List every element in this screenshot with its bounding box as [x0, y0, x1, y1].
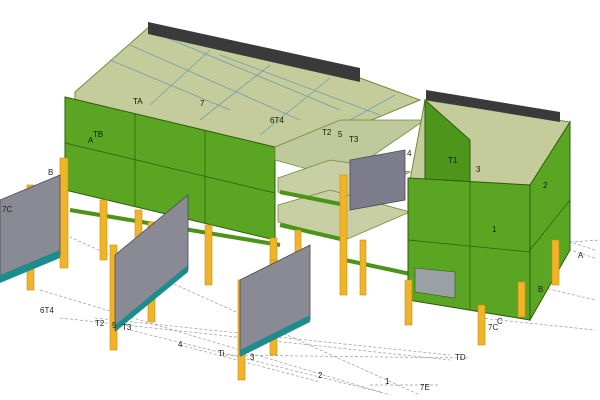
grid-label-2: 2	[318, 371, 323, 380]
grid-label-TC: 7C	[488, 323, 498, 332]
foreground-panels	[0, 174, 311, 357]
grid-label-T2: T2	[95, 319, 105, 328]
label-right-1: 1	[492, 225, 497, 234]
model-labels: TA TB A 7 6T4 T2 5 T3 4 T1 3 2 1 B 7C 6T…	[2, 97, 584, 392]
grid-label-B: B	[538, 285, 543, 294]
right-wall-joints	[407, 182, 571, 310]
grid-label-A: A	[578, 251, 584, 260]
label-B-left: B	[48, 168, 53, 177]
grid-label-1: 1	[385, 377, 390, 386]
label-T3: T3	[349, 135, 359, 144]
label-T2: T2	[322, 128, 332, 137]
mid-roof-slab	[274, 119, 427, 179]
grid-label-6T4: 6T4	[40, 306, 54, 315]
grid-label-4: 4	[178, 340, 183, 349]
label-A: A	[88, 136, 94, 145]
grid-label-TE: 7E	[420, 383, 430, 392]
grid-label-Ti: Ti	[218, 349, 225, 358]
label-7C-left: 7C	[2, 205, 12, 214]
parapet-main	[148, 22, 360, 82]
label-right-4: 4	[407, 149, 412, 158]
grid-label-C: C	[497, 317, 503, 326]
grid-label-5: 5	[112, 321, 117, 330]
label-TB: TB	[93, 130, 103, 139]
label-right-2: 2	[543, 181, 548, 190]
label-TA: TA	[133, 97, 143, 106]
label-6T4: 6T4	[270, 116, 284, 125]
label-right-3: 3	[476, 165, 481, 174]
parapet-right	[426, 90, 560, 122]
roof-framing	[109, 34, 396, 149]
label-5: 5	[338, 130, 343, 139]
grid-label-TD: TD	[455, 353, 466, 362]
wall-panel-joints	[64, 114, 276, 223]
label-7: 7	[200, 99, 205, 108]
grid-label-T3: T3	[122, 323, 132, 332]
wall-right-front	[407, 177, 531, 321]
label-right-T1: T1	[448, 156, 458, 165]
interior-grey-panel	[349, 149, 406, 211]
grid-label-3: 3	[250, 353, 255, 362]
right-wall-opening	[414, 267, 456, 299]
